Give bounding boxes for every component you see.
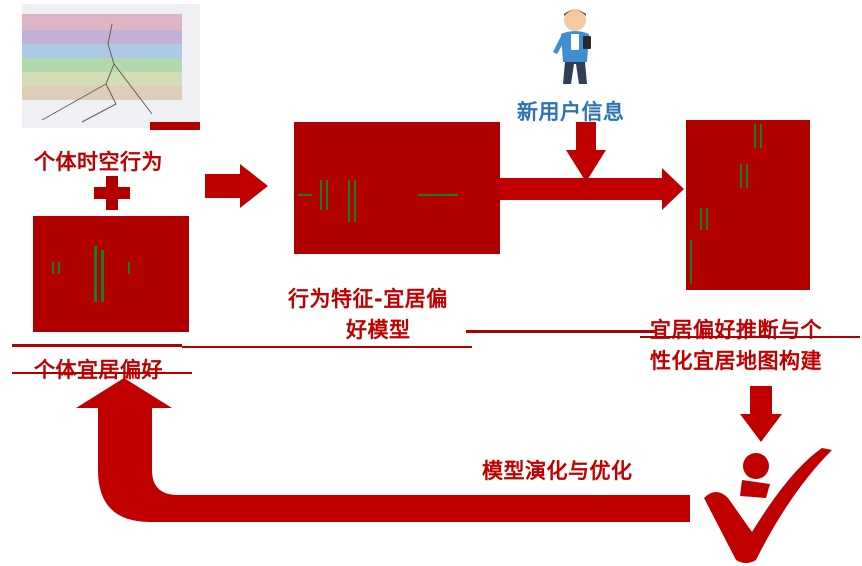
- arrow-to-model: [205, 164, 268, 208]
- panel-individual-preference: [33, 216, 189, 332]
- label-individual-behavior: 个体时空行为: [34, 150, 163, 174]
- panel-mark: [760, 124, 762, 148]
- panel-mark: [348, 180, 350, 222]
- panel-mark: [298, 194, 312, 196]
- panel-mark: [746, 164, 748, 188]
- panel-mark: [320, 180, 322, 210]
- arrow-model-to-inference: [500, 168, 684, 210]
- panel-mark: [700, 208, 702, 230]
- label-inference-line2: 性化宜居地图构建: [650, 349, 822, 373]
- panel-mark: [101, 250, 104, 302]
- panel-feature-model: [294, 122, 500, 254]
- arrow-inference-down: [740, 386, 782, 442]
- label-new-user-info: 新用户信息: [517, 100, 625, 124]
- panel-mark: [128, 262, 130, 274]
- person-checkmark-icon: [704, 448, 832, 563]
- panel-inference-map: [686, 120, 810, 290]
- trajectory-map-image: [22, 4, 200, 128]
- arrow-new-user-down: [566, 122, 606, 182]
- panel-mark: [52, 262, 54, 274]
- feedback-loop-arrow: [76, 378, 690, 522]
- person-with-phone-icon: [545, 6, 605, 88]
- panel-mark: [354, 180, 356, 222]
- label-feature-model-line2: 好模型: [346, 318, 411, 342]
- label-individual-preference: 个体宜居偏好: [34, 358, 163, 382]
- label-feature-model-line1: 行为特征-宜居偏: [288, 287, 448, 311]
- panel-mark: [706, 208, 708, 230]
- panel-mark: [418, 194, 458, 196]
- panel-mark: [58, 262, 60, 274]
- panel-mark: [326, 180, 328, 210]
- small-red-bar: [150, 122, 200, 130]
- panel-mark: [740, 164, 742, 188]
- panel-mark: [754, 124, 756, 148]
- plus-icon: [94, 176, 130, 210]
- panel-mark: [94, 246, 97, 302]
- trajectory-map-graphic: [22, 14, 182, 123]
- panel-mark: [690, 240, 692, 284]
- label-model-evolution: 模型演化与优化: [482, 459, 633, 483]
